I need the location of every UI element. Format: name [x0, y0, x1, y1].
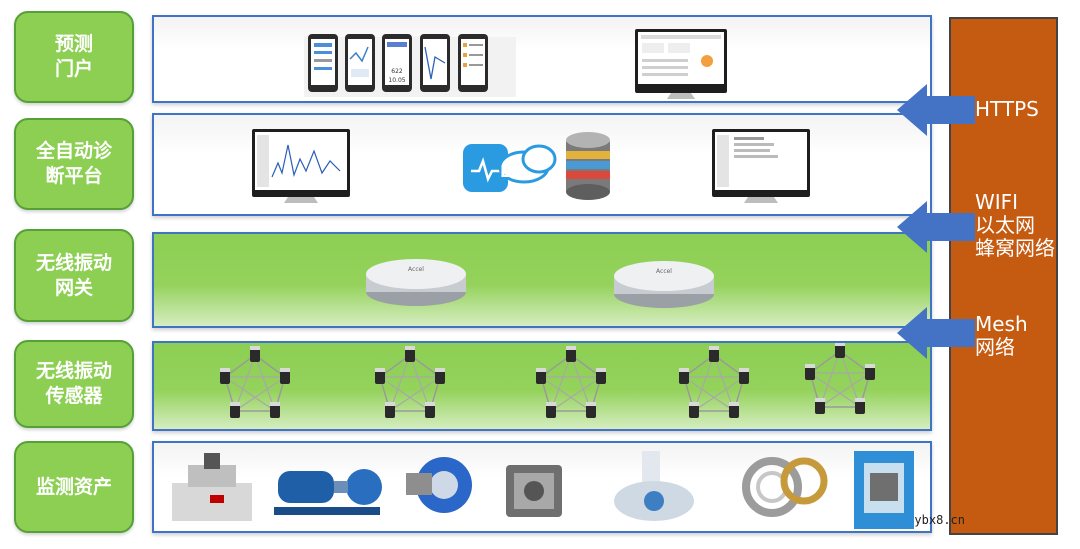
pump-icon [274, 469, 382, 515]
gateway-logo-text: Accel [656, 268, 672, 275]
turbine-icon [614, 451, 694, 521]
desktop-monitor-icon [252, 129, 350, 203]
mixer-icon [172, 453, 252, 521]
layer-portal: 622 10.05 [152, 15, 932, 103]
gateway-device-icon: Accel [366, 259, 466, 306]
layer-label-assets: 监测资产 [14, 441, 134, 533]
layer-label-gateway: 无线振动 网关 [14, 229, 134, 322]
network-label-https: HTTPS [975, 97, 1039, 121]
layer-label-text: 预测 门户 [54, 33, 93, 80]
phone-icon: 622 10.05 [382, 34, 412, 92]
layer-label-sensor: 无线振动 传感器 [14, 340, 134, 428]
layer-label-text: 全自动诊 断平台 [35, 140, 112, 187]
gateway-logo-text: Accel [408, 266, 424, 273]
phone-icon [345, 34, 375, 92]
sensor-cluster-icon [536, 346, 606, 418]
network-label-mesh: Mesh 网络 [975, 312, 1028, 359]
phone-icon [458, 34, 488, 92]
platform-illustration: EA [252, 129, 810, 203]
cloud-analytics-icon: EA [463, 144, 557, 192]
sensor-mesh-groups [154, 343, 934, 433]
bearing-icon [742, 457, 828, 517]
gearbox-icon [506, 465, 562, 517]
layer-label-text: 无线振动 网关 [35, 251, 112, 299]
svg-text:622: 622 [391, 68, 403, 75]
arrow-left-icon [897, 201, 975, 253]
desktop-monitor-icon [635, 29, 727, 99]
sensor-cluster-icon [375, 346, 445, 418]
arrow-left-icon [897, 307, 975, 359]
database-icon [566, 132, 610, 200]
phone-screenshots-image: 622 10.05 [304, 34, 516, 97]
network-label-wifi-ethernet-cellular: WIFI 以太网 蜂窝网络 [975, 190, 1055, 260]
phone-icon [420, 34, 450, 92]
sensor-cluster-icon [679, 346, 749, 418]
layer-diagnosis-platform: EA [152, 113, 932, 216]
watermark: ybx8.cn [914, 513, 965, 527]
phone-icon [308, 34, 338, 92]
layer-label-portal: 预测 门户 [14, 11, 134, 103]
platform-logo-letters: EA [500, 162, 524, 181]
gateway-devices: Accel Accel [366, 259, 714, 308]
svg-text:10.05: 10.05 [388, 77, 405, 84]
sensor-cluster-icon [220, 346, 290, 418]
gateway-device-icon: Accel [614, 261, 714, 308]
phone-screens-group: 622 10.05 [304, 29, 727, 99]
layer-label-diagnosis-platform: 全自动诊 断平台 [14, 118, 134, 210]
asset-images [172, 451, 914, 529]
desktop-monitor-icon [712, 129, 810, 203]
compressor-icon [854, 451, 914, 529]
layer-label-text: 无线振动 传感器 [35, 360, 112, 407]
blower-fan-icon [406, 457, 472, 513]
layer-gateway: Accel Accel [152, 232, 932, 328]
layer-sensor [152, 341, 932, 431]
layer-assets [152, 441, 932, 533]
layer-label-text: 监测资产 [35, 475, 112, 498]
sensor-cluster-icon [805, 343, 875, 414]
arrow-left-icon [897, 84, 975, 136]
